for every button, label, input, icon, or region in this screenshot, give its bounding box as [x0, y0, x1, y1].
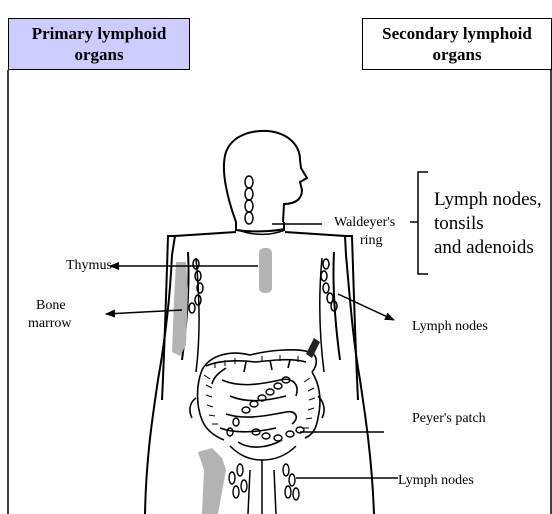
neck-lymph-nodes — [245, 176, 253, 224]
bone-marrow-label-line1: Bone — [36, 297, 66, 314]
pelvis-outline — [230, 446, 296, 514]
torso-right-outline — [285, 232, 374, 514]
waldeyer-label-line2: ring — [360, 232, 383, 249]
lymph-group-label-line2: tonsils — [434, 212, 484, 236]
axillary-lymph-nodes-left — [189, 259, 203, 313]
waldeyer-label-line1: Waldeyer's — [334, 214, 395, 231]
lymph-nodes-arm-arrow — [338, 294, 394, 320]
femur-bone — [198, 448, 226, 514]
bone-marrow-label-line2: marrow — [28, 315, 72, 332]
lymph-nodes-arm-label: Lymph nodes — [412, 318, 488, 335]
lymph-group-label-line3: and adenoids — [434, 236, 534, 260]
lymph-nodes-groin-label: Lymph nodes — [398, 472, 474, 489]
appendix-mark — [306, 338, 320, 358]
bone-marrow-arrow — [106, 310, 182, 314]
mesenteric-lymph-nodes — [227, 377, 290, 436]
inguinal-lymph-nodes — [229, 464, 299, 500]
head-outline — [224, 131, 307, 222]
peyers-patch-label: Peyer's patch — [412, 410, 486, 427]
lymph-group-label-line1: Lymph nodes, — [434, 188, 542, 212]
humerus-bone — [172, 262, 188, 356]
group-bracket — [410, 172, 428, 274]
thymus-label: Thymus — [66, 257, 112, 274]
peyers-patch-nodes — [252, 427, 304, 441]
sternum-bone — [259, 248, 272, 293]
